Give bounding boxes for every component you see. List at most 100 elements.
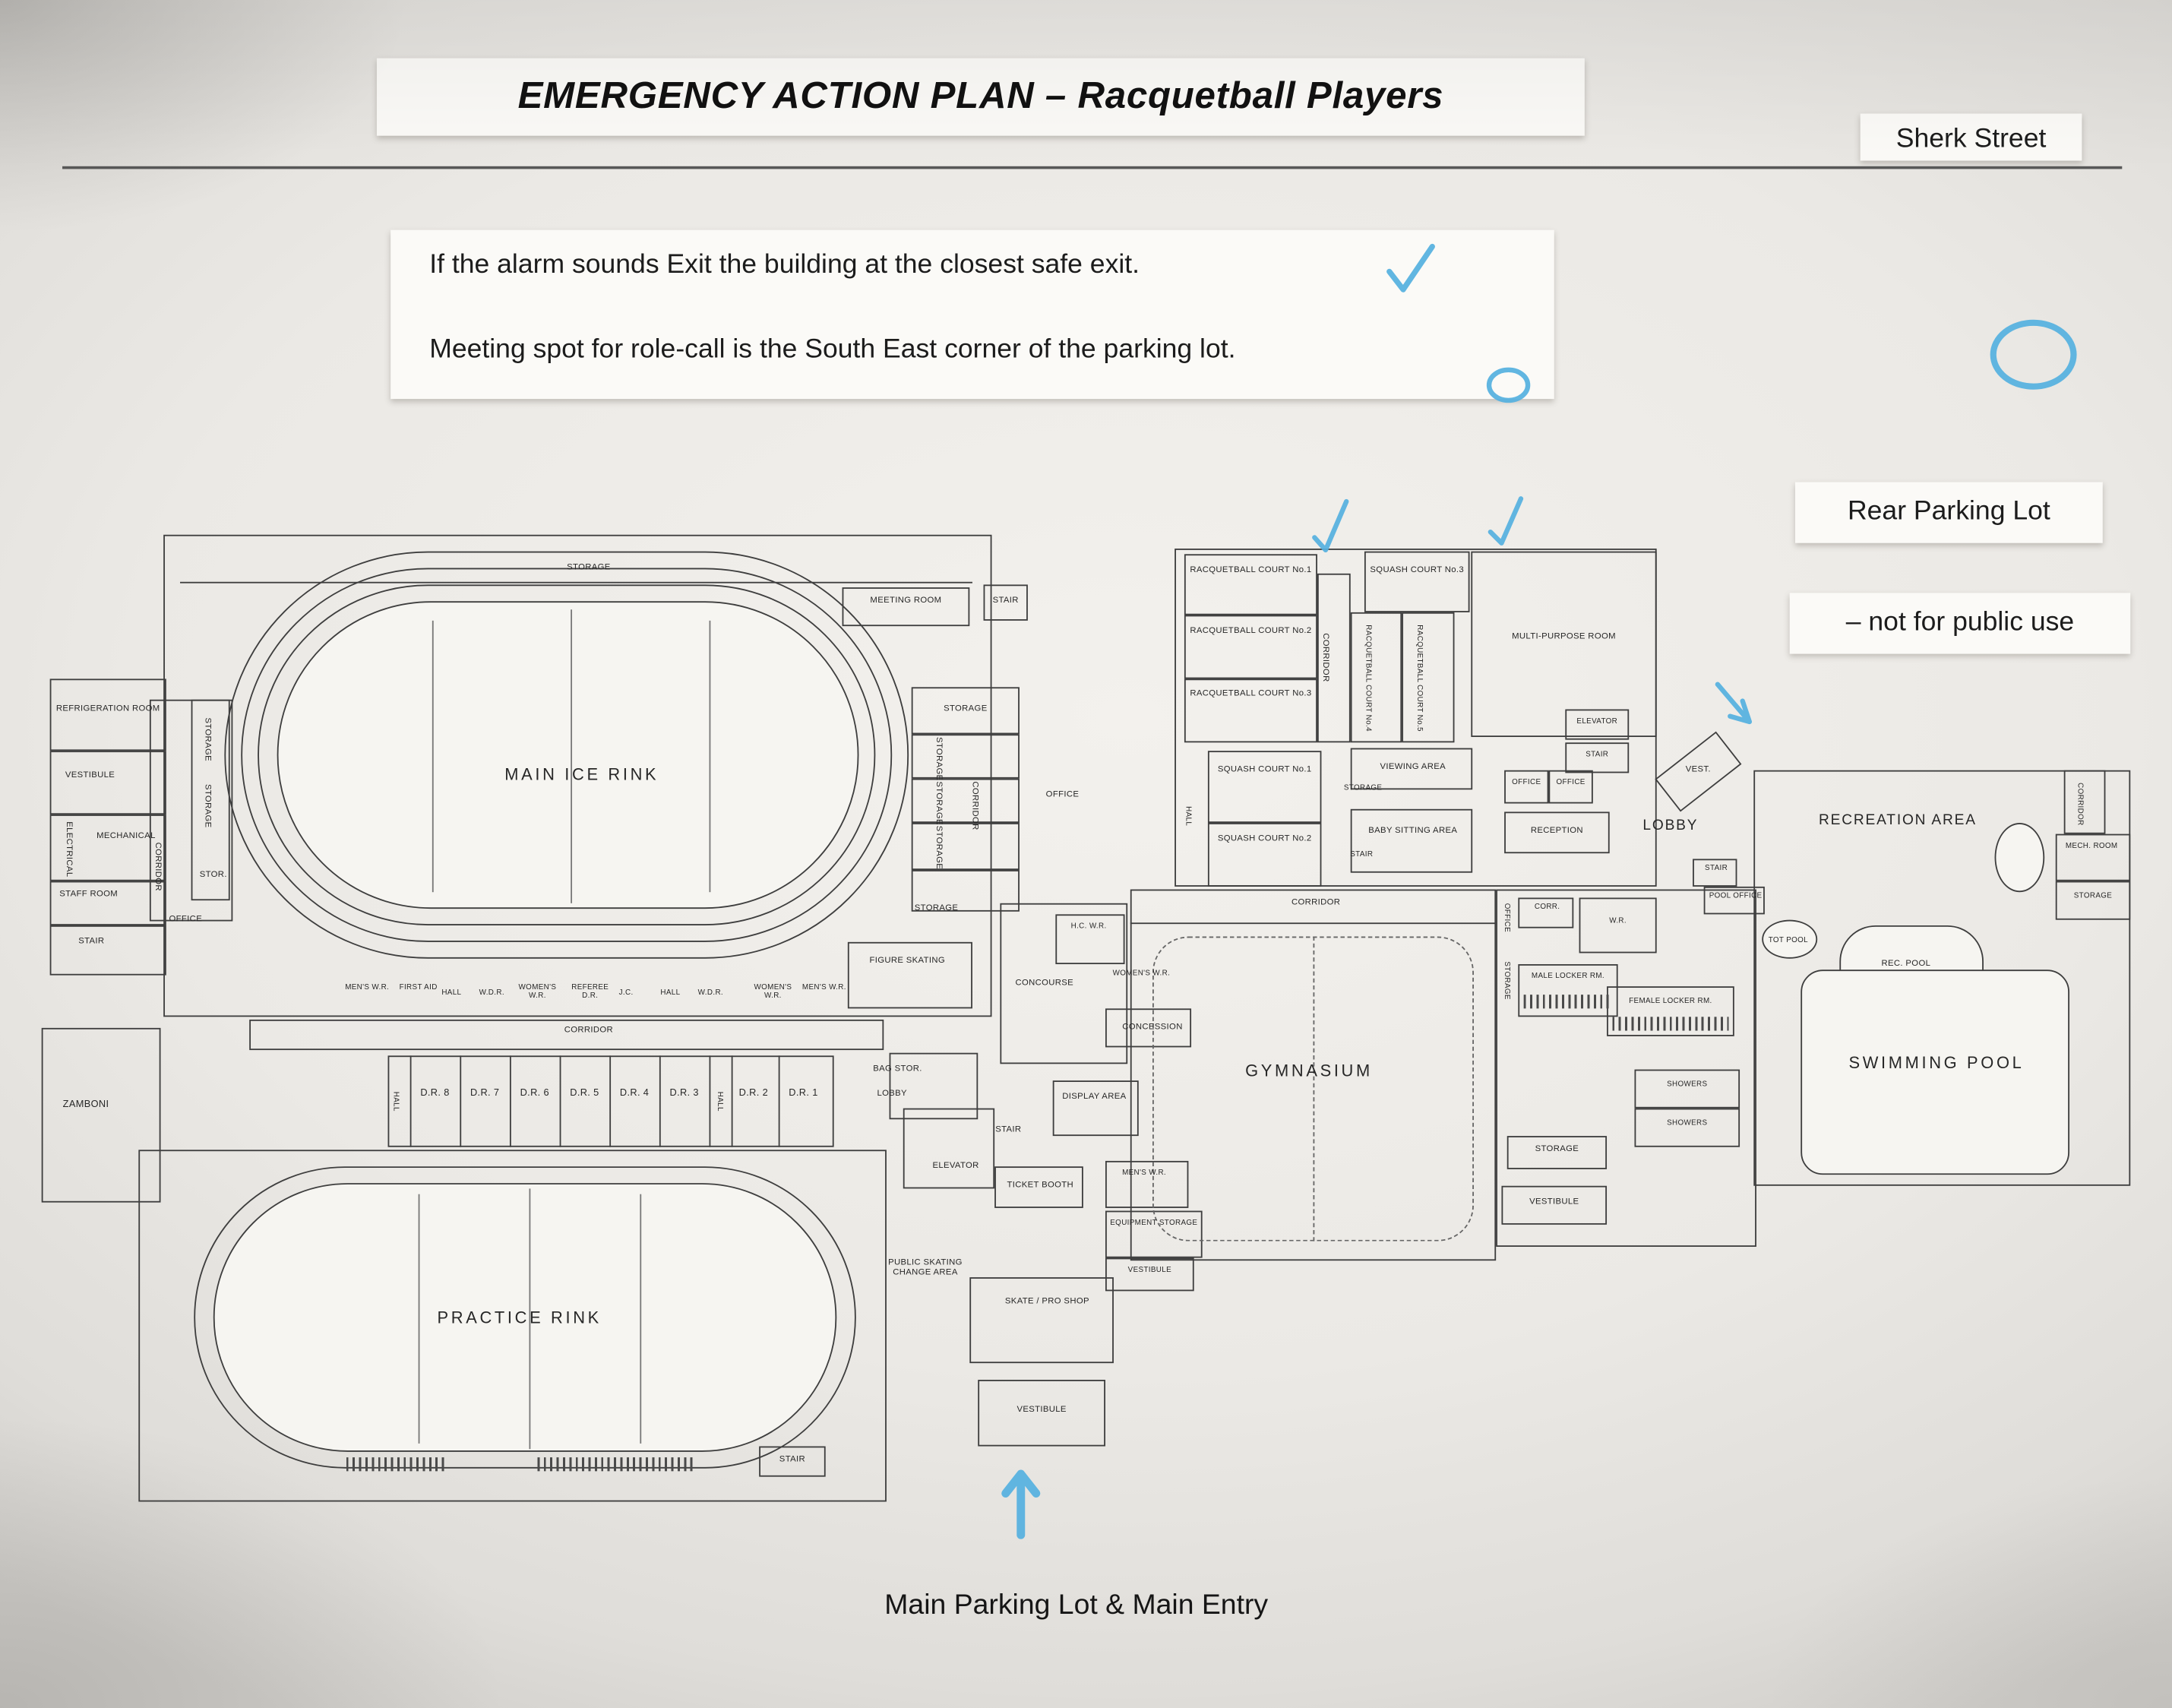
wall-stair-ne [1565, 742, 1630, 773]
wall-storage-ne [2055, 881, 2131, 920]
room-label-stair: STAIR [78, 936, 105, 947]
wall-squash-2 [1207, 823, 1322, 887]
wall-display-area [1052, 1080, 1139, 1137]
wall-practice-hall [138, 1150, 887, 1502]
room-label-equipment-storage: EQUIPMENT STORAGE [1110, 1219, 1198, 1228]
wall-segment [49, 881, 166, 925]
room-label-vestibule: VESTIBULE [1127, 1266, 1172, 1275]
room-label-corridor: CORRIDOR [1320, 633, 1330, 683]
room-label-hall: HALL [390, 1091, 400, 1112]
wall-multi-purpose [1471, 551, 1657, 737]
room-label-storage: STORAGE [2073, 892, 2113, 901]
room-label-dr2: D.R. 2 [738, 1089, 769, 1099]
room-label-gymnasium: GYMNASIUM [1245, 1061, 1373, 1081]
room-label-bag-stor: BAG STOR. [873, 1064, 922, 1074]
gym-center-line [1313, 936, 1315, 1241]
wall-elevator-block [903, 1108, 995, 1189]
room-label-womens-wr: WOMEN'S W.R. [518, 983, 557, 1001]
wall-segment [911, 687, 1020, 735]
wall-racquetball-4 [1350, 612, 1402, 743]
room-label-stair: STAIR [779, 1454, 806, 1465]
room-label-dr5: D.R. 5 [570, 1089, 599, 1099]
wall-concession [1105, 1008, 1192, 1048]
wall-segment [911, 823, 1020, 871]
wall-stair-top [983, 584, 1028, 621]
room-label-stair: STAIR [1350, 850, 1374, 859]
room-label-racquetball-2: RACQUETBALL COURT No.2 [1190, 626, 1312, 636]
wall-wr-block [1579, 897, 1657, 954]
rec-area-feature [1994, 823, 2045, 893]
room-label-staff-room: STAFF ROOM [59, 889, 119, 900]
wall-segment [778, 1055, 780, 1147]
wall-concourse [1000, 903, 1128, 1064]
wall-racquetball-5 [1402, 612, 1455, 743]
room-label-squash-1: SQUASH COURT No.1 [1217, 764, 1312, 775]
room-label-vest: VEST. [1685, 764, 1711, 775]
wall-segment [49, 814, 166, 881]
wall-segment [911, 778, 1020, 824]
wall-vestibule [1105, 1257, 1194, 1292]
wall-racquetball-1 [1184, 554, 1317, 615]
wall-showers [1634, 1108, 1740, 1147]
wall-baby-sitting [1350, 808, 1473, 873]
room-label-refrigeration: REFRIGERATION ROOM [55, 704, 160, 713]
room-label-corridor: CORRIDOR [564, 1025, 614, 1036]
room-label-storage: STORAGE [914, 903, 959, 913]
room-label-mech-room: MECH. ROOM [2065, 842, 2118, 851]
room-label-squash-3: SQUASH COURT No.3 [1370, 565, 1465, 575]
room-label-female-locker: FEMALE LOCKER RM. [1629, 997, 1712, 1006]
room-label-practice-rink: PRACTICE RINK [437, 1308, 602, 1327]
locker-bench [1612, 1017, 1729, 1031]
instruction-line-1: If the alarm sounds Exit the building at… [429, 249, 1140, 280]
wall-segment [1130, 922, 1497, 925]
room-label-stair: STAIR [1705, 864, 1728, 873]
street-label-strip [1860, 113, 2082, 161]
room-label-storage: STORAGE [1502, 961, 1511, 1001]
room-label-womens-wr: WOMEN'S W.R. [754, 983, 792, 1001]
room-label-baby-sitting: BABY SITTING AREA [1368, 825, 1458, 836]
practice-rink-ring [194, 1166, 856, 1469]
wall-office [1504, 770, 1549, 804]
room-label-viewing-area: VIEWING AREA [1380, 761, 1446, 772]
room-label-storage: STORAGE [934, 825, 944, 870]
room-label-womens-wr: WOMEN'S W.R. [1112, 969, 1171, 979]
room-label-office: OFFICE [169, 914, 203, 925]
room-label-concourse: CONCOURSE [1015, 978, 1074, 988]
room-label-storage: STORAGE [1535, 1144, 1579, 1154]
room-label-corridor: CORRIDOR [153, 843, 163, 892]
rink-line [418, 1194, 420, 1444]
rink-line [432, 620, 434, 893]
room-label-hall: HALL [1183, 805, 1192, 826]
not-public-strip [1789, 593, 2131, 654]
room-label-wdr: W.D.R. [479, 988, 504, 998]
wall-segment [460, 1055, 462, 1147]
wall-stair [1693, 859, 1737, 887]
rear-parking-label: Rear Parking Lot [1847, 495, 2050, 527]
tot-pool-shape [1762, 919, 1818, 959]
room-label-stair: STAIR [995, 1124, 1022, 1135]
wall-squash-3 [1364, 551, 1470, 612]
room-label-dr7: D.R. 7 [469, 1089, 500, 1099]
room-label-racquetball-1: RACQUETBALL COURT No.1 [1190, 565, 1312, 575]
wall-segment [49, 678, 166, 751]
wall-female-locker [1607, 986, 1734, 1036]
wall-mech-room [2055, 833, 2131, 881]
room-label-office: OFFICE [1556, 778, 1586, 787]
room-label-office: OFFICE [1512, 778, 1541, 787]
room-label-racquetball-3: RACQUETBALL COURT No.3 [1190, 688, 1312, 698]
room-label-storage: STORAGE [934, 736, 944, 781]
room-label-male-locker: MALE LOCKER RM. [1531, 972, 1605, 981]
room-label-vestibule: VESTIBULE [1016, 1404, 1067, 1415]
wall-corridor-ne [2063, 770, 2106, 834]
room-label-swimming-pool: SWIMMING POOL [1848, 1052, 2025, 1073]
main-entry-label: Main Parking Lot & Main Entry [884, 1589, 1269, 1621]
wall-segment [409, 1055, 412, 1147]
wall-viewing-area [1350, 748, 1473, 790]
wall-corr [1518, 897, 1574, 928]
room-label-vestibule: VESTIBULE [65, 770, 115, 780]
room-label-wr: W.R. [1609, 917, 1627, 925]
wall-elevator-ne [1565, 709, 1630, 740]
room-label-mens-wr: MEN'S W.R. [1122, 1169, 1167, 1178]
